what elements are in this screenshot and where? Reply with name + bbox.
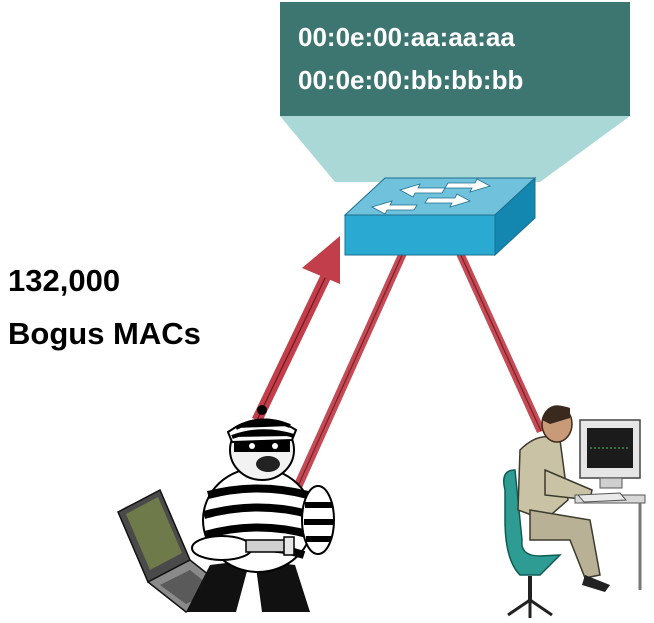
- bogus-mac-flood-arrow: [252, 236, 340, 422]
- user-workstation-icon: [503, 405, 646, 618]
- link-attacker-to-switch: [294, 252, 407, 488]
- mac-entry-1: 00:0e:00:aa:aa:aa: [298, 22, 515, 52]
- mac-table-projection: [280, 116, 630, 182]
- attack-description-label: Bogus MACs: [8, 316, 201, 351]
- attack-count-label: 132,000: [8, 263, 120, 298]
- network-switch-icon: [343, 176, 537, 257]
- mac-table-box: 00:0e:00:aa:aa:aa 00:0e:00:bb:bb:bb: [280, 2, 630, 116]
- link-switch-to-user: [455, 250, 545, 433]
- mac-entry-2: 00:0e:00:bb:bb:bb: [298, 65, 523, 95]
- attacker-icon: [186, 405, 335, 612]
